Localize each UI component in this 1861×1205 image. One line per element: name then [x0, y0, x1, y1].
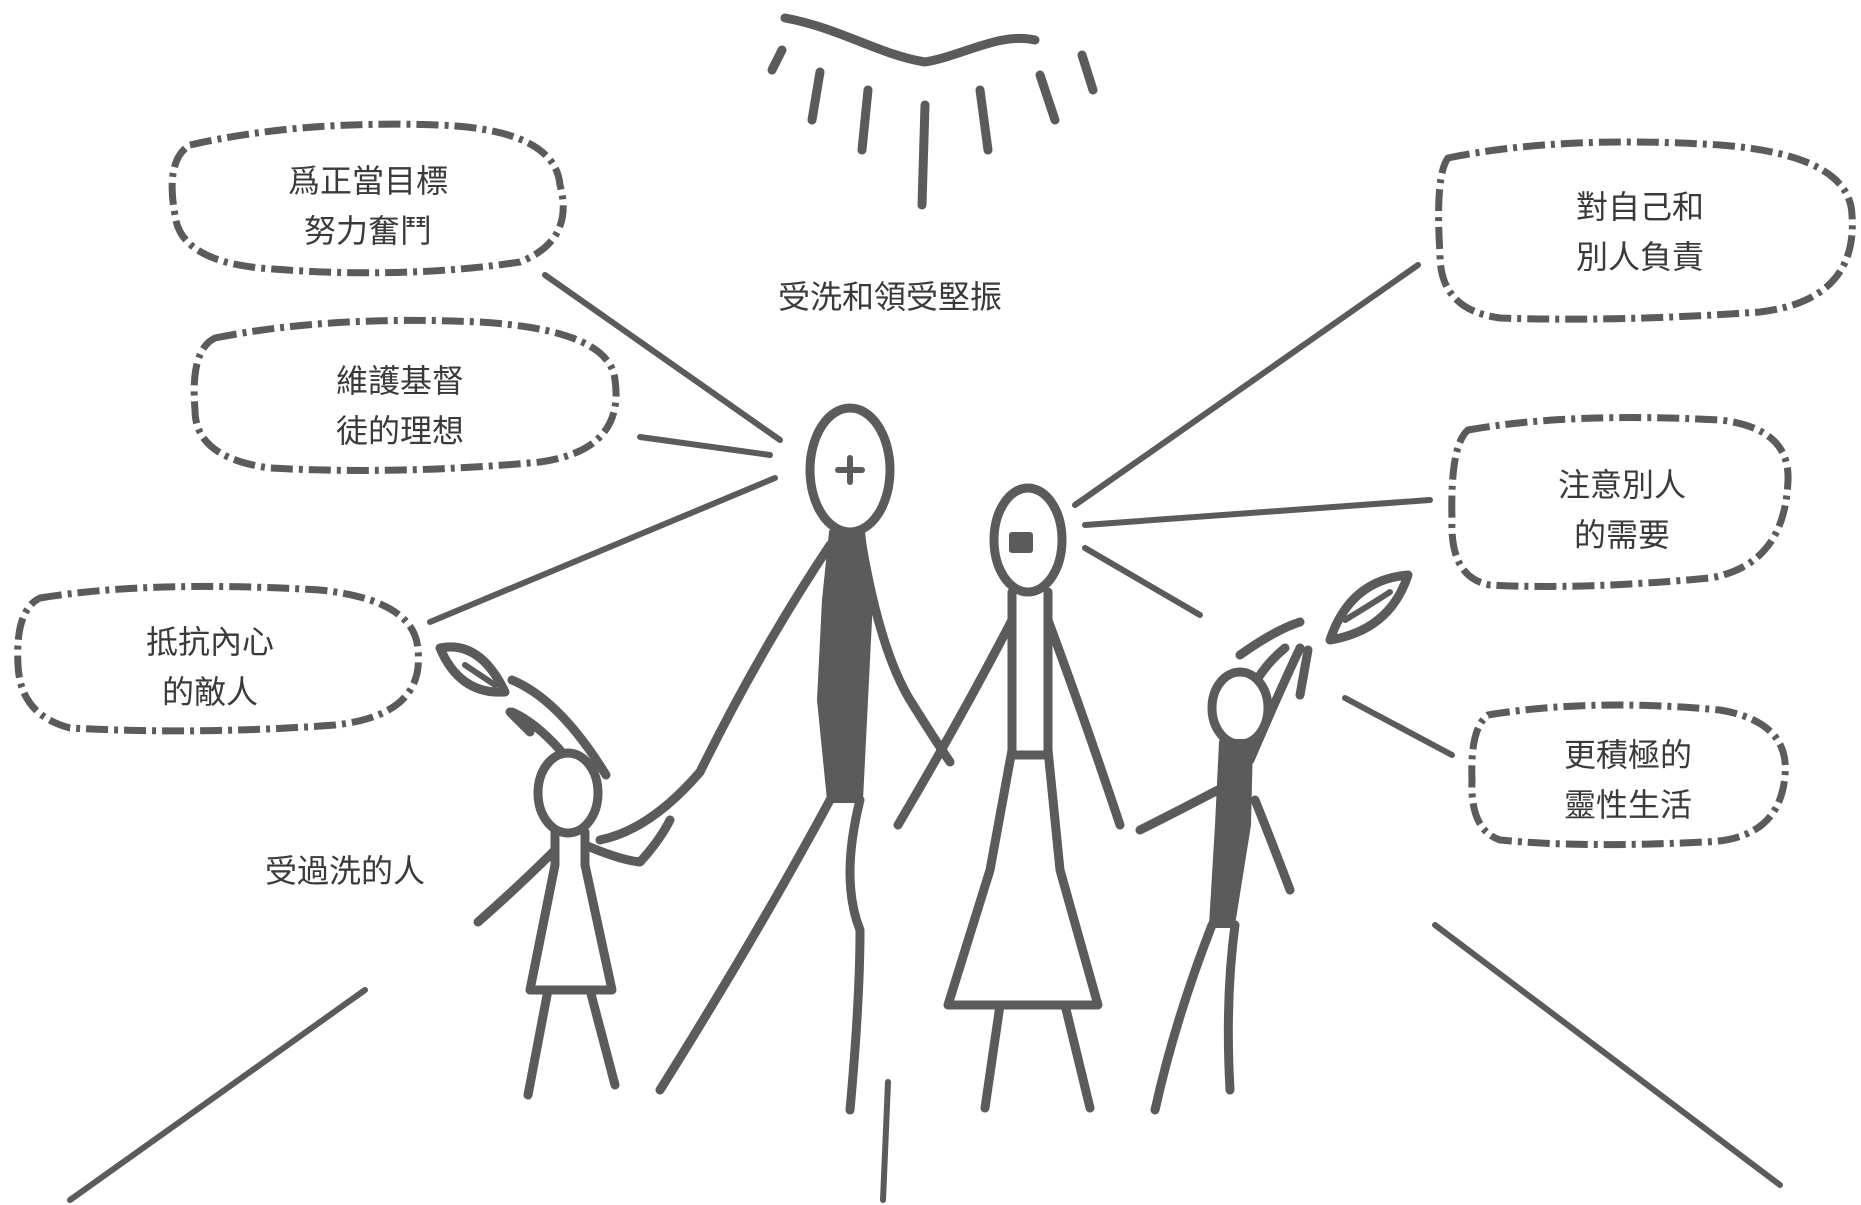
cloud-4-line-1: 對自己和	[1576, 188, 1704, 226]
cloud-5-line-2: 的需要	[1574, 516, 1670, 554]
cloud-4-line-2: 別人負責	[1576, 238, 1704, 276]
cloud-2	[190, 316, 620, 474]
cloud-5-text: 注意別人 的需要	[1558, 466, 1686, 554]
cloud-3-line-2: 的敵人	[162, 673, 258, 711]
cloud-2-line-1: 維護基督	[336, 362, 464, 400]
connector-lines	[67, 262, 1783, 1203]
cloud-6	[1468, 701, 1789, 849]
flame-icon-left	[435, 642, 611, 780]
figure-woman	[893, 483, 1125, 1113]
cloud-1-line-2: 努力奮鬥	[304, 212, 432, 250]
figure-man	[595, 403, 955, 1115]
cloud-2-line-2: 徒的理想	[336, 412, 464, 450]
cloud-2-text: 維護基督 徒的理想	[336, 362, 464, 450]
figure-boy	[1135, 643, 1305, 1115]
cloud-1-line-1: 爲正當目標	[288, 162, 448, 200]
cloud-3-line-1: 抵抗內心	[146, 623, 274, 661]
flame-icon-right	[1235, 570, 1413, 700]
cloud-5-line-1: 注意別人	[1558, 466, 1686, 504]
figure-girl	[473, 748, 675, 1100]
cloud-5	[1448, 414, 1792, 590]
caption-top: 受洗和領受堅振	[778, 278, 1002, 316]
dove-icon	[767, 13, 1098, 210]
cloud-4-text: 對自己和 別人負責	[1576, 188, 1704, 276]
cloud-4	[1435, 138, 1856, 323]
cloud-1-text: 爲正當目標 努力奮鬥	[288, 162, 448, 250]
cloud-3-text: 抵抗內心 的敵人	[146, 623, 274, 711]
cloud-3	[14, 582, 422, 735]
cloud-1	[168, 120, 567, 277]
cloud-6-line-2: 靈性生活	[1564, 786, 1692, 824]
cloud-6-line-1: 更積極的	[1564, 736, 1692, 774]
caption-left: 受過洗的人	[265, 852, 425, 890]
cloud-6-text: 更積極的 靈性生活	[1564, 736, 1692, 824]
